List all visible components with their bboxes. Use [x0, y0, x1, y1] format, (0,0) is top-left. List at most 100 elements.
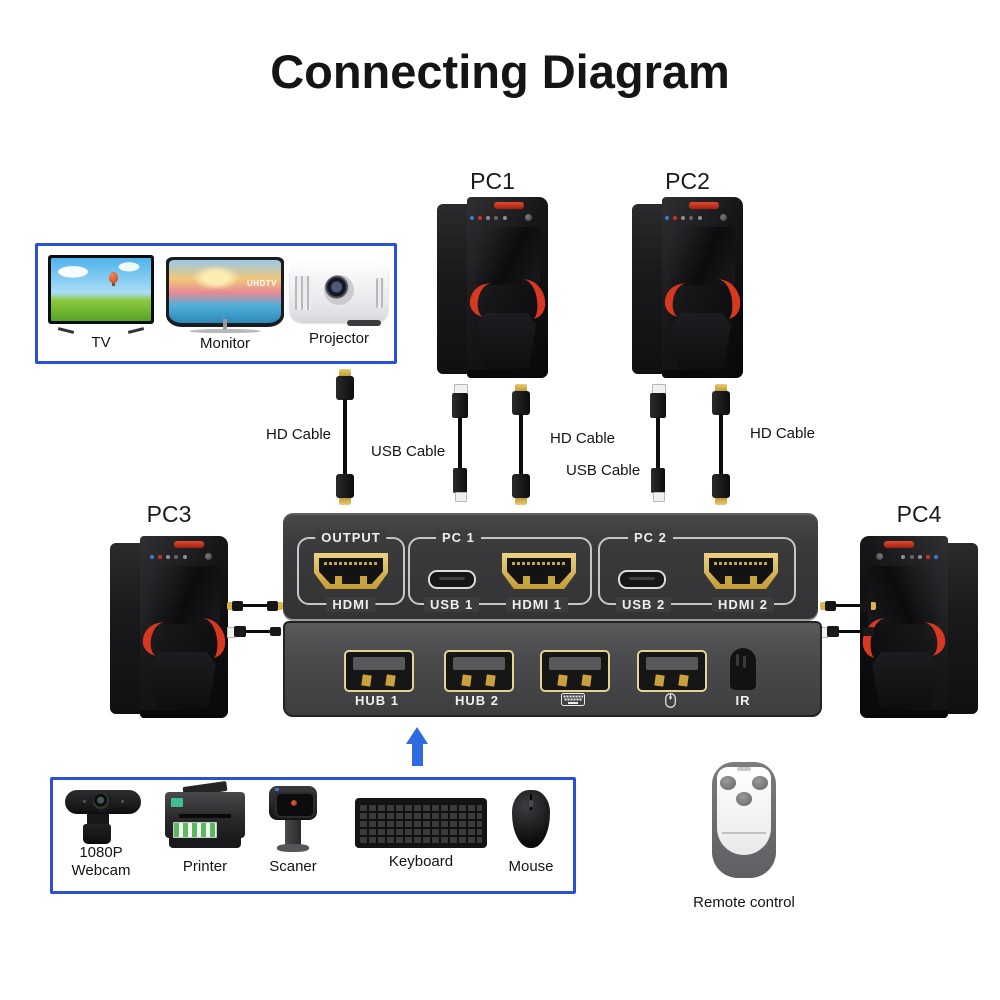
cable-plug — [336, 474, 354, 498]
usb-tongue — [646, 657, 698, 670]
pc2-port-group: PC 2 USB 2 HDMI 2 — [598, 530, 796, 612]
cable-plug — [512, 474, 530, 498]
remote-emitter — [737, 767, 751, 771]
keyboard-image — [355, 798, 487, 848]
printer-slot — [179, 814, 231, 818]
tower-lower-shield — [150, 652, 216, 708]
hdmi-cable-pc4 — [820, 599, 876, 613]
tv-screen — [51, 258, 151, 321]
cable-plug — [651, 468, 665, 493]
scanner-image — [265, 786, 321, 854]
hd-cable-label-3: HD Cable — [750, 425, 816, 442]
hdmi-connector-icon — [515, 384, 527, 391]
ir-receiver — [730, 648, 756, 690]
remote-control-label: Remote control — [693, 894, 795, 911]
hot-air-balloon-icon — [109, 271, 119, 286]
hdmi-connector-icon — [715, 498, 727, 505]
tower-lower-shield — [672, 313, 731, 368]
usb2-label: USB 2 — [616, 597, 672, 612]
usb-cable-pc2 — [648, 384, 668, 502]
scanner-base — [277, 844, 309, 852]
mouse-port-icon — [637, 693, 703, 708]
tower-glass-panel — [475, 227, 540, 285]
cable-plug — [452, 393, 468, 418]
remote-button-1 — [720, 776, 736, 790]
usb-pin — [385, 674, 396, 687]
mouse-label: Mouse — [508, 858, 554, 875]
arrow-head — [406, 727, 428, 744]
hdmi-cable-pc2 — [711, 384, 731, 505]
peripherals-box: 1080P Webcam Printer Scaner Keyboard Mou… — [50, 777, 576, 894]
hdmi-cable-pc1 — [511, 384, 531, 505]
tower-glass-panel — [670, 227, 735, 285]
usb-cable-pc3 — [227, 624, 283, 638]
kvm-switch-bottom-panel: HUB 1 HUB 2 IR — [283, 621, 822, 717]
printer-image — [165, 780, 245, 850]
cable-plug — [336, 376, 354, 400]
printer-tray — [169, 838, 241, 848]
hdmi-connector-icon — [715, 384, 727, 391]
usb1-label: USB 1 — [424, 597, 480, 612]
remote-button-2 — [752, 776, 768, 790]
hdmi-output-port — [314, 553, 388, 589]
hd-cable-label-1: HD Cable — [266, 426, 332, 443]
tower-base — [140, 710, 228, 718]
output-port-group: OUTPUT HDMI — [297, 530, 405, 612]
hdmi1-label: HDMI 1 — [505, 597, 568, 612]
tower-power-strip — [494, 202, 524, 209]
hdmi2-label: HDMI 2 — [711, 597, 774, 612]
tower-base — [467, 370, 548, 378]
hd-cable-label-2: HD Cable — [550, 430, 616, 447]
tv-image — [48, 255, 154, 334]
tower-power-strip — [689, 202, 719, 209]
cable-plug — [827, 626, 839, 637]
usb-pin — [557, 674, 568, 687]
usb-pin — [678, 674, 689, 687]
usb-cable-label-2: USB Cable — [566, 462, 641, 479]
webcam-clip — [83, 824, 111, 844]
tower-base — [860, 710, 948, 718]
cable-wire — [242, 604, 268, 607]
cable-plug — [453, 468, 467, 493]
tower-io-ports — [665, 214, 727, 221]
monitor-uhdtv-badge: UHDTV — [246, 279, 277, 288]
hdmi-connector-icon — [820, 602, 825, 610]
pc3-tower — [110, 536, 228, 718]
hdmi-output-label: HDMI — [326, 597, 376, 612]
remote-button-3 — [736, 792, 752, 806]
tv-label: TV — [91, 334, 111, 351]
hdmi-pins — [523, 576, 530, 585]
output-group-label: OUTPUT — [315, 530, 387, 545]
hub2-label: HUB 2 — [454, 693, 499, 708]
hdmi1-port — [502, 553, 576, 589]
projector-foot — [346, 320, 381, 326]
usb-tongue — [353, 657, 405, 670]
pc2-group-label: PC 2 — [628, 530, 673, 545]
hdmi-pin-row — [714, 562, 768, 565]
hdmi-cable-pc3 — [227, 599, 283, 613]
usb-pin — [361, 674, 372, 687]
tv-foot — [127, 327, 145, 334]
projector-image — [290, 264, 388, 326]
tower-glass-panel — [868, 566, 940, 624]
projector-label: Projector — [308, 330, 370, 347]
hub1-usb-port — [344, 650, 414, 692]
hdmi2-port — [704, 553, 778, 589]
cable-plug — [863, 627, 874, 636]
cable-wire — [719, 414, 723, 475]
tower-power-strip — [174, 541, 204, 548]
remote-fine-print — [722, 832, 766, 834]
projector-lens — [324, 275, 354, 305]
hdmi-connector-icon — [278, 602, 283, 610]
keyboard-port-icon — [540, 693, 606, 708]
keyboard-usb-port — [540, 650, 610, 692]
cable-wire — [245, 630, 271, 633]
pc1-group-label: PC 1 — [436, 530, 481, 545]
webcam-image — [65, 784, 143, 846]
pc3-label: PC3 — [146, 501, 192, 527]
tower-io-ports — [150, 553, 212, 560]
cable-plug — [267, 601, 278, 611]
usb-connector-icon — [653, 492, 665, 502]
tower-io-ports — [470, 214, 532, 221]
usb-cable-pc4 — [820, 624, 876, 638]
